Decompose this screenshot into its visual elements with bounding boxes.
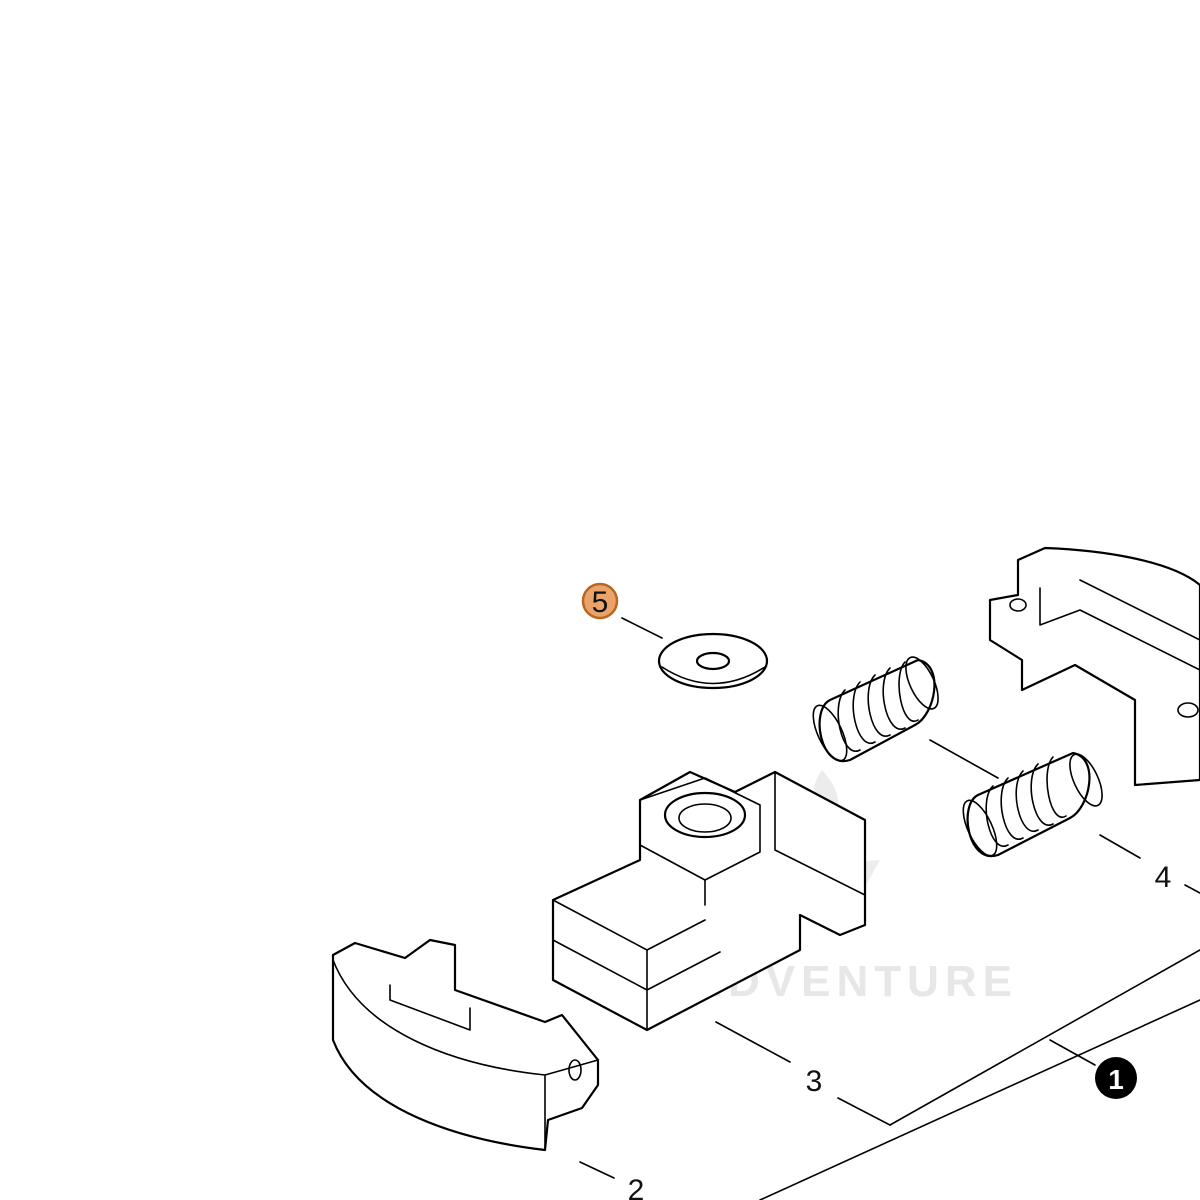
clutch-shoe-left-part: [331, 938, 600, 1152]
callout-2[interactable]: 2: [628, 1174, 645, 1200]
callout-5-label: 5: [592, 586, 609, 619]
callout-1[interactable]: 1: [1095, 1057, 1137, 1099]
callout-4-label: 4: [1155, 861, 1172, 894]
carrier-part: [551, 770, 867, 1032]
callout-4[interactable]: 4: [1155, 861, 1172, 894]
assembly-bracket: [759, 949, 1200, 1200]
callout-1-label: 1: [1108, 1064, 1124, 1095]
callout-5[interactable]: 5: [581, 582, 619, 620]
callout-2-label: 2: [628, 1174, 645, 1200]
spring-lower-part: [962, 751, 1103, 858]
spring-upper-part: [812, 656, 939, 763]
leader-lines: [579, 617, 1200, 1179]
callout-3[interactable]: 3: [806, 1065, 823, 1098]
callout-3-label: 3: [806, 1065, 823, 1098]
clutch-shoe-right-part: [988, 546, 1200, 787]
callout-5-badge-icon: [581, 582, 619, 620]
callout-1-badge-icon: [1095, 1057, 1137, 1099]
washer-part: [657, 632, 769, 690]
